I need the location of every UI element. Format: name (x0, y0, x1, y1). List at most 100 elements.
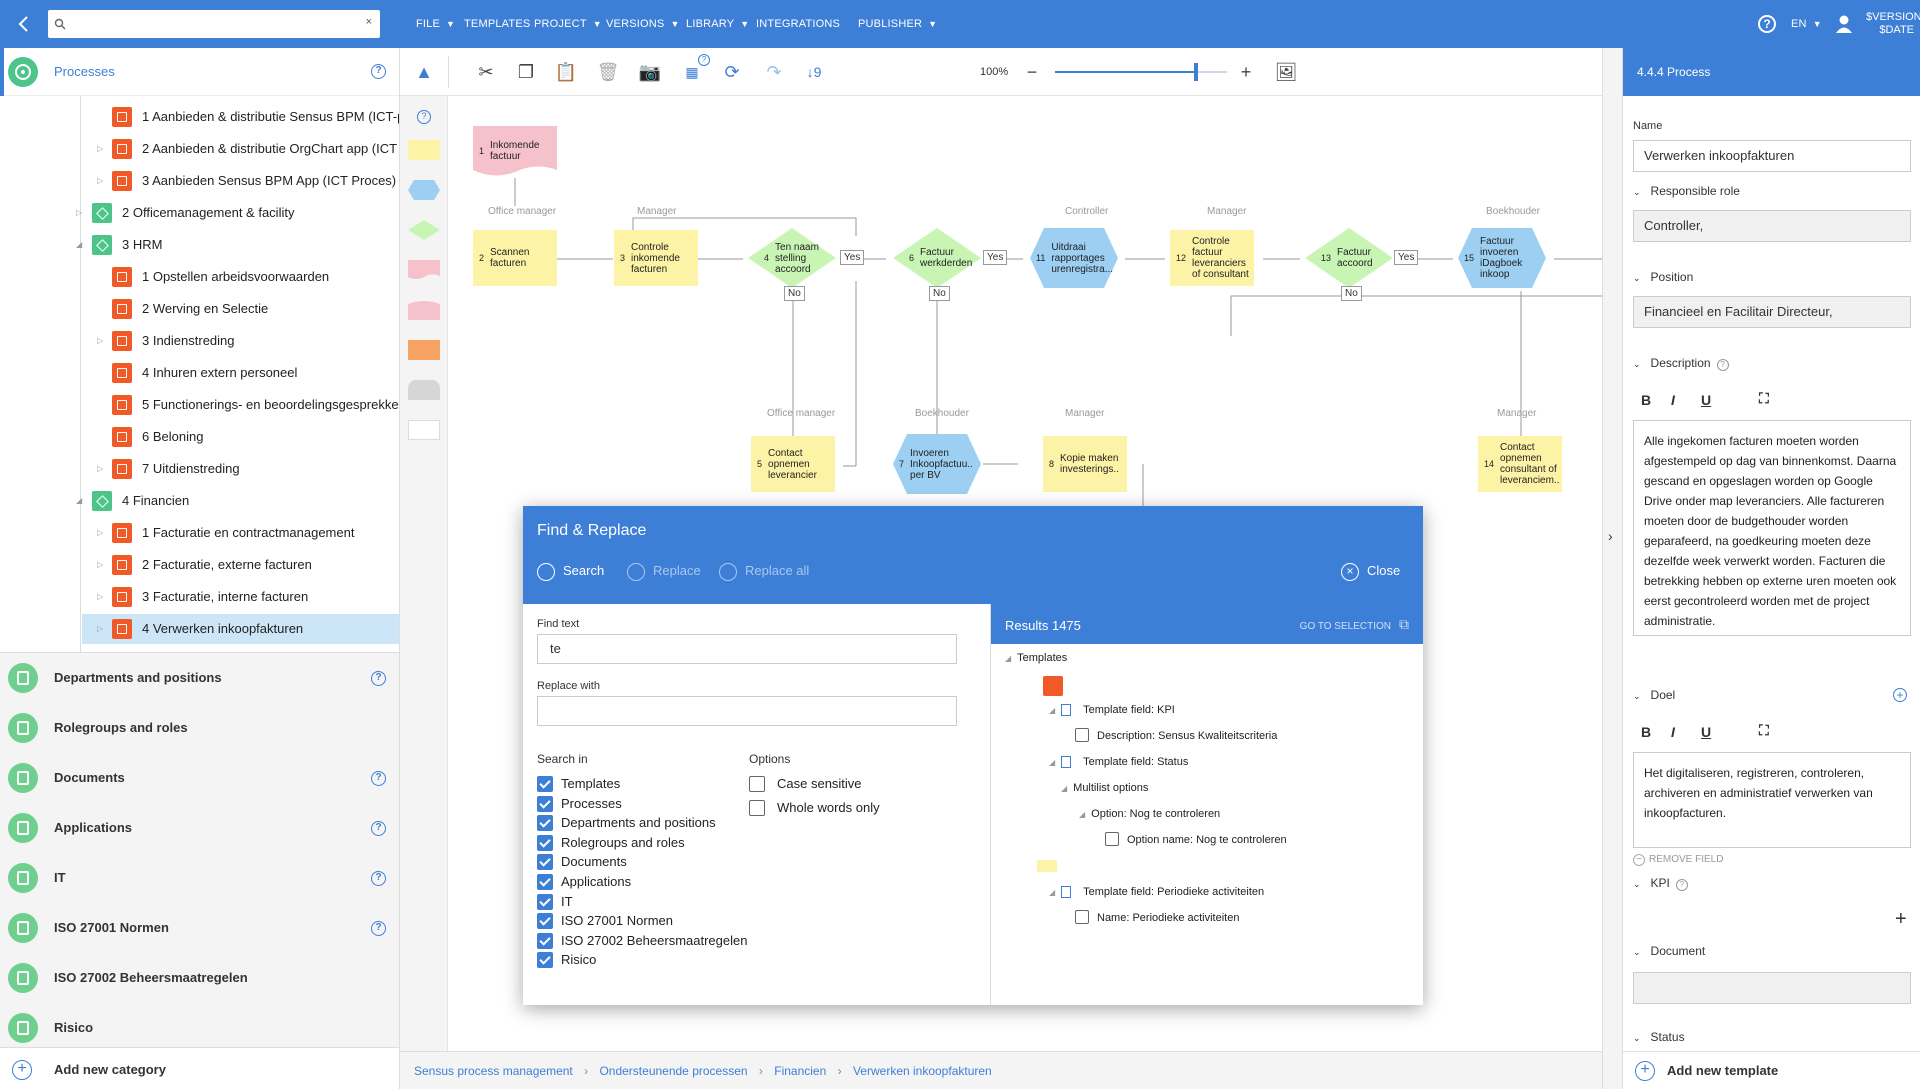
breadcrumb-item[interactable]: Financien (774, 1064, 827, 1078)
go-to-selection-button[interactable]: GO TO SELECTION⧉ (1300, 604, 1409, 647)
help-icon[interactable]: ? (371, 771, 386, 786)
status-toggle[interactable]: ⌄Status (1633, 1030, 1685, 1044)
collapse-icon[interactable]: ◢ (76, 496, 83, 505)
process-icon[interactable] (1043, 676, 1063, 696)
doel-editor[interactable]: Het digitaliseren, registreren, controle… (1633, 752, 1911, 848)
subprocess-shape[interactable] (893, 434, 981, 494)
italic-button[interactable]: I (1671, 724, 1675, 740)
category-documents[interactable]: Documents? (0, 753, 399, 803)
tree-item[interactable]: ▷ 3 Facturatie, interne facturen (0, 582, 399, 612)
underline-button[interactable]: U (1701, 392, 1712, 408)
delete-icon[interactable]: 🗑 (596, 62, 620, 82)
subprocess-shape[interactable] (1030, 228, 1118, 288)
menu-versions[interactable]: VERSIONS▼ (606, 0, 680, 48)
category-iso27001[interactable]: ISO 27001 Normen? (0, 903, 399, 953)
italic-button[interactable]: I (1671, 392, 1675, 408)
camera-icon[interactable]: 📷 (638, 62, 662, 82)
tree-item[interactable]: 1 Aanbieden & distributie Sensus BPM (IC… (0, 102, 399, 132)
breadcrumb-item[interactable]: Ondersteunende processen (599, 1064, 748, 1078)
export-image-icon[interactable]: 🖼 (1274, 62, 1298, 82)
search-in-checkbox[interactable] (537, 834, 553, 851)
cut-icon[interactable]: ✂ (478, 62, 494, 82)
help-icon[interactable]: ? (1758, 15, 1776, 33)
tree-item-selected[interactable]: ▷ 4 Verwerken inkoopfakturen (82, 614, 399, 644)
expand-icon[interactable]: ▷ (97, 336, 104, 345)
back-icon[interactable] (12, 12, 36, 36)
tab-replace[interactable]: Replace (627, 562, 701, 581)
tree-item[interactable]: ◢ 3 HRM (0, 230, 399, 260)
expand-icon[interactable]: ▷ (97, 624, 104, 633)
search-in-checkbox[interactable] (537, 893, 553, 910)
help-icon[interactable]: ? (371, 871, 386, 886)
doel-toggle[interactable]: ⌄Doel (1633, 688, 1675, 702)
tree-item[interactable]: ▷ 1 Facturatie en contractmanagement (0, 518, 399, 548)
move-up-icon[interactable]: ▲ (415, 62, 433, 82)
collapse-icon[interactable]: ◢ (76, 240, 83, 249)
language-select[interactable]: EN▼ (1791, 0, 1822, 48)
description-editor[interactable]: Alle ingekomen facturen moeten worden af… (1633, 420, 1911, 636)
sidebar-search[interactable]: × (48, 10, 380, 38)
gateway-shape[interactable] (1305, 228, 1393, 288)
replace-with-input[interactable] (537, 696, 957, 726)
position-field[interactable]: Financieel en Facilitair Directeur, (1633, 296, 1911, 328)
help-icon[interactable]: ? (1675, 879, 1688, 891)
help-icon[interactable]: ? (371, 64, 386, 79)
tree-item[interactable]: 4 Inhuren extern personeel (0, 358, 399, 388)
kpi-toggle[interactable]: ⌄KPI? (1633, 876, 1688, 891)
tab-replace-all[interactable]: Replace all (719, 562, 809, 581)
document-toggle[interactable]: ⌄Document (1633, 944, 1705, 958)
add-category-button[interactable]: + Add new category (0, 1047, 399, 1089)
underline-button[interactable]: U (1701, 724, 1712, 740)
result-item[interactable]: ◢Template field: KPI (1049, 704, 1175, 717)
gateway-shape[interactable] (748, 228, 836, 288)
add-icon[interactable]: + (1893, 688, 1907, 702)
category-it[interactable]: IT? (0, 853, 399, 903)
refresh-icon[interactable]: ⟳ (724, 62, 740, 82)
description-toggle[interactable]: ⌄Description? (1633, 356, 1729, 371)
remove-field-button[interactable]: −REMOVE FIELD (1633, 854, 1723, 866)
sidebar-search-input[interactable] (70, 14, 350, 34)
palette-document[interactable] (408, 260, 440, 280)
help-icon[interactable]: ? (417, 110, 431, 124)
bold-button[interactable]: B (1641, 724, 1652, 740)
result-checkbox[interactable] (1075, 728, 1089, 742)
task-icon[interactable] (1037, 860, 1057, 872)
search-in-checkbox[interactable] (537, 776, 553, 792)
menu-project[interactable]: PROJECT▼ (534, 0, 602, 48)
expand-icon[interactable]: ▷ (97, 144, 104, 153)
fullscreen-icon[interactable]: ⛶ (1759, 390, 1769, 406)
result-item[interactable]: ◢Template field: Periodieke activiteiten (1049, 886, 1264, 899)
menu-templates[interactable]: TEMPLATES (464, 18, 531, 30)
zoom-in-icon[interactable]: + (1240, 62, 1252, 82)
responsible-role-toggle[interactable]: ⌄Responsible role (1633, 184, 1740, 198)
paste-icon[interactable]: 📋 (554, 62, 578, 82)
palette-annotation[interactable] (408, 420, 440, 440)
find-text-input[interactable]: te (537, 634, 957, 664)
grid-icon[interactable]: ▦ (685, 64, 699, 80)
category-processes[interactable]: Processes ? (0, 48, 399, 96)
tree-item[interactable]: ▷ 3 Aanbieden Sensus BPM App (ICT Proces… (0, 166, 399, 196)
tree-item[interactable]: ▷ 2 Officemanagement & facility (0, 198, 399, 228)
add-kpi-icon[interactable]: + (1895, 908, 1907, 930)
zoom-slider[interactable] (1055, 63, 1227, 81)
breadcrumb-item[interactable]: Sensus process management (414, 1064, 573, 1078)
result-item[interactable]: ◢Option: Nog te controleren (1079, 808, 1220, 820)
close-button[interactable]: ×Close (1341, 562, 1400, 581)
palette-task[interactable] (408, 140, 440, 160)
expand-icon[interactable]: ▷ (97, 560, 104, 569)
tree-item[interactable]: ▷ 2 Aanbieden & distributie OrgChart app… (0, 134, 399, 164)
tree-item[interactable]: 5 Functionerings- en beoordelingsgesprek… (0, 390, 399, 420)
tree-item[interactable]: 1 Opstellen arbeidsvoorwaarden (0, 262, 399, 292)
sort-icon[interactable]: ↓9 (806, 64, 822, 80)
result-checkbox[interactable] (1105, 832, 1119, 846)
expand-icon[interactable]: ▷ (97, 176, 104, 185)
help-icon[interactable]: ? (1716, 359, 1729, 371)
fullscreen-icon[interactable]: ⛶ (1759, 722, 1769, 738)
search-in-checkbox[interactable] (537, 913, 553, 930)
search-in-checkbox[interactable] (537, 854, 553, 871)
category-iso27002[interactable]: ISO 27002 Beheersmaatregelen (0, 953, 399, 1003)
